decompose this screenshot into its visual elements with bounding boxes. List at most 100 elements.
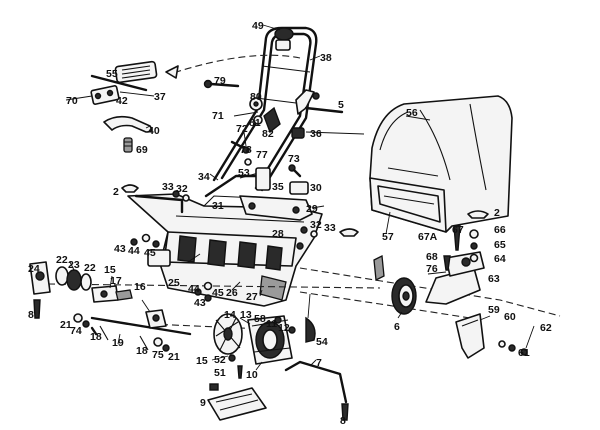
label-66: 66 — [494, 224, 506, 236]
label-77: 77 — [256, 149, 268, 161]
handle-mount-29 — [239, 195, 313, 221]
bracket-small-mid — [373, 254, 385, 282]
label-13: 13 — [240, 309, 252, 321]
label-52: 52 — [214, 354, 226, 366]
label-55: 55 — [106, 68, 118, 80]
label-81: 81 — [249, 117, 261, 129]
label-15-b: 15 — [196, 355, 208, 367]
upper-handle — [212, 26, 318, 192]
label-64: 64 — [494, 253, 506, 265]
washers-75-21-right — [153, 337, 170, 352]
cable-arrow — [165, 65, 179, 79]
label-44-lower: 44 — [188, 283, 200, 295]
label-67A: 67A — [418, 231, 438, 243]
cap-2-mid — [339, 228, 359, 237]
label-16: 16 — [134, 281, 146, 293]
label-43-lower: 43 — [194, 297, 206, 309]
label-29: 29 — [306, 203, 318, 215]
axle-line-lower — [299, 291, 471, 319]
label-24: 24 — [28, 263, 40, 275]
label-79: 79 — [214, 75, 226, 87]
label-35: 35 — [272, 181, 284, 193]
label-12: 12 — [278, 322, 290, 334]
label-11: 11 — [266, 318, 277, 330]
shaft-19 — [90, 316, 192, 336]
scarifier-drum-14 — [213, 313, 243, 355]
label-82: 82 — [262, 128, 274, 140]
link-rod-7 — [284, 360, 348, 404]
bolts-66-67-65-64 — [453, 225, 479, 263]
label-74: 74 — [70, 325, 82, 337]
mounting-bracket-31 — [134, 194, 184, 214]
axle-line-right — [299, 267, 561, 317]
bolt-73 — [288, 164, 302, 178]
part-labels: 49 38 55 70 42 37 40 69 79 80 71 81 82 5… — [28, 20, 552, 427]
leader-lines — [65, 24, 535, 371]
label-63: 63 — [488, 273, 500, 285]
pins-18 — [99, 325, 149, 351]
bolts-11-12 — [274, 316, 296, 334]
clamp-bracket — [295, 89, 344, 115]
switch-box — [114, 60, 158, 84]
label-5: 5 — [338, 99, 344, 111]
label-61: 61 — [518, 347, 530, 359]
label-62: 62 — [540, 322, 552, 334]
mower-housing — [127, 193, 323, 307]
clip-54 — [305, 316, 316, 343]
label-25: 25 — [168, 277, 180, 289]
washers-21-74-left — [73, 313, 98, 336]
label-22-b: 22 — [84, 262, 96, 274]
label-37: 37 — [154, 91, 166, 103]
bolts-60-61-62 — [498, 340, 528, 356]
label-45-upper: 45 — [144, 247, 156, 259]
bolt-8-bottom — [341, 403, 349, 421]
bearing-plate-24 — [29, 261, 51, 295]
bolt-8-left — [33, 299, 41, 319]
label-28: 28 — [272, 228, 284, 240]
coupling-16 — [145, 309, 167, 329]
label-30: 30 — [310, 182, 322, 194]
label-70: 70 — [66, 95, 78, 107]
label-36: 36 — [310, 128, 322, 140]
knob-80-81-82 — [249, 97, 281, 134]
label-15: 15 — [104, 264, 116, 276]
shaft-parts-15-17 — [91, 285, 133, 303]
label-17: 17 — [110, 275, 122, 287]
cable-route-dashed — [169, 54, 301, 75]
label-33-left: 33 — [162, 181, 174, 193]
label-22-a: 22 — [56, 254, 68, 266]
spring-69 — [123, 137, 133, 153]
label-21-left: 21 — [60, 319, 72, 331]
bolts-43-44-45-lower — [194, 281, 213, 302]
label-65: 65 — [494, 239, 506, 251]
label-57: 57 — [382, 231, 394, 243]
label-56: 56 — [406, 107, 418, 119]
lower-handle-34-53-35 — [204, 167, 271, 198]
label-7: 7 — [316, 357, 322, 369]
grass-bag — [369, 95, 513, 233]
bolt-79 — [203, 79, 240, 89]
label-51: 51 — [214, 367, 226, 379]
label-67: 67 — [452, 224, 464, 236]
axle-line-upper — [47, 283, 381, 289]
cable-grip — [274, 27, 294, 51]
bolt-72-78-77 — [230, 140, 252, 166]
label-58: 58 — [254, 313, 266, 325]
motor-58 — [247, 315, 293, 365]
label-32-right: 32 — [310, 219, 322, 231]
screws-52-51 — [228, 354, 243, 379]
label-27: 27 — [246, 291, 258, 303]
label-68: 68 — [426, 251, 438, 263]
label-49: 49 — [252, 20, 264, 32]
clip-30 — [289, 181, 309, 195]
label-18-left: 18 — [90, 331, 102, 343]
label-18-right: 18 — [136, 345, 148, 357]
label-59: 59 — [488, 304, 500, 316]
base-plate-9 — [207, 383, 267, 421]
bolts-32-33-left — [172, 190, 190, 202]
label-6: 6 — [394, 321, 400, 333]
label-33-right: 33 — [324, 222, 336, 234]
label-71: 71 — [212, 110, 224, 122]
